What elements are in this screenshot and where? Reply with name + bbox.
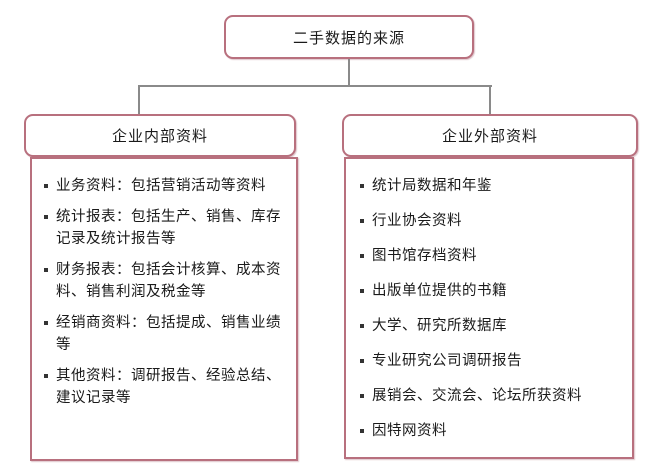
- list-item: 图书馆存档资料: [360, 245, 630, 267]
- bullet-icon: [44, 374, 48, 378]
- list-item: 其他资料：调研报告、经验总结、建议记录等: [44, 365, 294, 409]
- internal-data-header: 企业内部资料: [24, 114, 296, 157]
- external-data-list: 统计局数据和年鉴 行业协会资料 图书馆存档资料 出版单位提供的书籍 大学、研究所…: [360, 175, 630, 455]
- list-item: 展销会、交流会、论坛所获资料: [360, 385, 630, 407]
- bullet-icon: [360, 394, 364, 398]
- bullet-icon: [44, 321, 48, 325]
- bullet-icon: [360, 289, 364, 293]
- connector-horizontal: [138, 85, 492, 87]
- bullet-icon: [44, 215, 48, 219]
- bullet-icon: [360, 429, 364, 433]
- list-item: 统计报表：包括生产、销售、库存记录及统计报告等: [44, 206, 294, 250]
- list-item: 出版单位提供的书籍: [360, 280, 630, 302]
- bullet-icon: [360, 219, 364, 223]
- external-data-header-label: 企业外部资料: [441, 127, 538, 145]
- list-item: 统计局数据和年鉴: [360, 175, 630, 197]
- external-data-list-box: 统计局数据和年鉴 行业协会资料 图书馆存档资料 出版单位提供的书籍 大学、研究所…: [344, 157, 634, 459]
- list-item: 行业协会资料: [360, 210, 630, 232]
- list-item: 财务报表：包括会计核算、成本资料、销售利润及税金等: [44, 259, 294, 303]
- root-node: 二手数据的来源: [224, 15, 474, 59]
- connector-right-down: [489, 85, 491, 116]
- list-item: 因特网资料: [360, 420, 630, 442]
- bullet-icon: [360, 184, 364, 188]
- root-node-label: 二手数据的来源: [292, 28, 405, 47]
- list-item: 大学、研究所数据库: [360, 315, 630, 337]
- list-item: 经销商资料：包括提成、销售业绩等: [44, 312, 294, 356]
- bullet-icon: [360, 254, 364, 258]
- internal-data-list-box: 业务资料：包括营销活动等资料 统计报表：包括生产、销售、库存记录及统计报告等 财…: [30, 157, 298, 461]
- bullet-icon: [44, 184, 48, 188]
- list-item: 专业研究公司调研报告: [360, 350, 630, 372]
- list-item: 业务资料：包括营销活动等资料: [44, 175, 294, 197]
- internal-data-header-label: 企业内部资料: [111, 127, 208, 145]
- internal-data-list: 业务资料：包括营销活动等资料 统计报表：包括生产、销售、库存记录及统计报告等 财…: [44, 175, 294, 418]
- bullet-icon: [360, 324, 364, 328]
- connector-left-down: [138, 85, 140, 116]
- bullet-icon: [44, 268, 48, 272]
- external-data-header: 企业外部资料: [342, 114, 638, 157]
- connector-root-down: [348, 59, 350, 86]
- bullet-icon: [360, 359, 364, 363]
